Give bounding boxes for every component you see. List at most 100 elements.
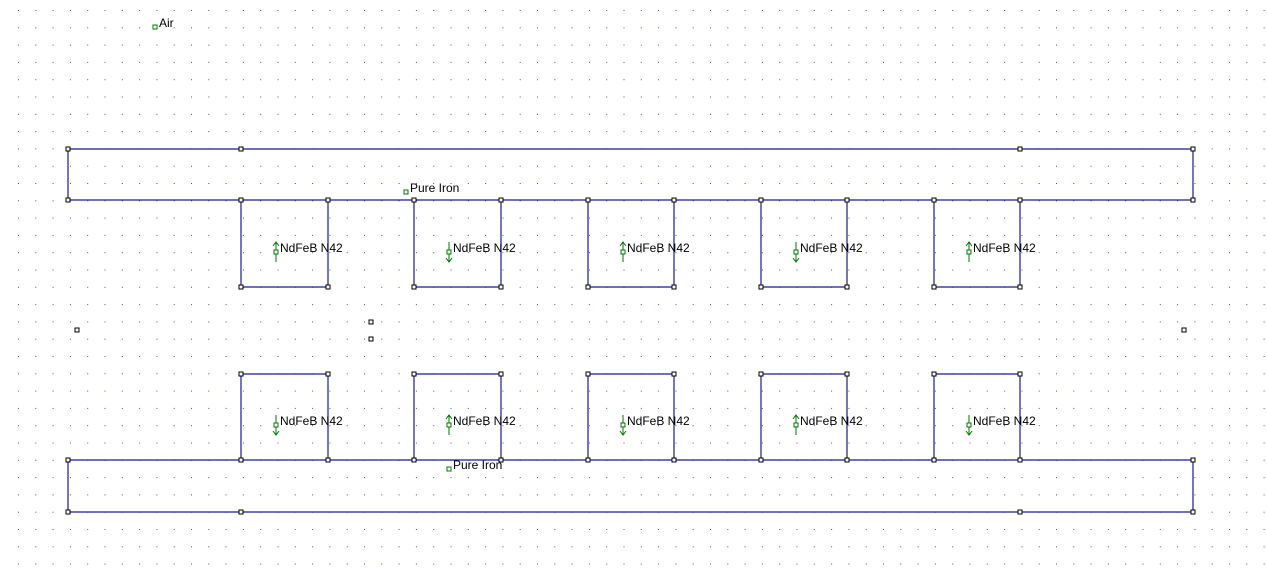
node-point[interactable]: [65, 146, 71, 152]
node-point[interactable]: [1190, 197, 1196, 203]
block-label-iron-top[interactable]: Pure Iron: [403, 181, 459, 195]
node-point[interactable]: [1017, 509, 1023, 515]
node-point[interactable]: [325, 371, 331, 377]
block-label-magnet-bottom-1[interactable]: NdFeB N42: [272, 414, 343, 436]
node-point[interactable]: [325, 197, 331, 203]
node-point[interactable]: [1017, 197, 1023, 203]
node-point[interactable]: [74, 327, 80, 333]
grid-dot: [848, 269, 850, 271]
node-point[interactable]: [844, 197, 850, 203]
node-point[interactable]: [238, 371, 244, 377]
node-point[interactable]: [238, 146, 244, 152]
node-point[interactable]: [1181, 327, 1187, 333]
node-point[interactable]: [758, 457, 764, 463]
node-point[interactable]: [65, 457, 71, 463]
grid-dot: [1090, 234, 1092, 236]
grid-dot: [52, 373, 54, 375]
node-point[interactable]: [671, 457, 677, 463]
node-point[interactable]: [1190, 146, 1196, 152]
node-point[interactable]: [238, 457, 244, 463]
block-marker[interactable]: [620, 249, 626, 255]
node-point[interactable]: [498, 197, 504, 203]
block-label-magnet-top-2[interactable]: NdFeB N42: [445, 241, 516, 263]
node-point[interactable]: [498, 284, 504, 290]
block-marker[interactable]: [793, 249, 799, 255]
block-marker[interactable]: [620, 422, 626, 428]
node-point[interactable]: [758, 284, 764, 290]
node-point[interactable]: [844, 371, 850, 377]
node-point[interactable]: [368, 319, 374, 325]
block-marker[interactable]: [966, 422, 972, 428]
node-point[interactable]: [411, 197, 417, 203]
block-marker[interactable]: [966, 249, 972, 255]
node-point[interactable]: [844, 457, 850, 463]
grid-dot: [294, 390, 296, 392]
node-point[interactable]: [585, 197, 591, 203]
node-point[interactable]: [1017, 371, 1023, 377]
node-point[interactable]: [931, 197, 937, 203]
grid-dot: [796, 200, 798, 202]
grid-dot: [710, 494, 711, 496]
block-label-iron-bottom[interactable]: Pure Iron: [446, 458, 502, 472]
grid-dot: [692, 79, 694, 81]
node-point[interactable]: [931, 284, 937, 290]
grid-dot: [242, 183, 244, 184]
node-point[interactable]: [325, 284, 331, 290]
grid-dot: [52, 529, 54, 530]
block-label-magnet-top-4[interactable]: NdFeB N42: [792, 241, 863, 263]
node-point[interactable]: [325, 457, 331, 463]
block-label-magnet-bottom-2[interactable]: NdFeB N42: [445, 414, 516, 435]
grid-dot: [104, 234, 106, 236]
block-label-magnet-top-1[interactable]: NdFeB N42: [272, 241, 343, 262]
block-label-magnet-top-5[interactable]: NdFeB N42: [965, 241, 1036, 262]
node-point[interactable]: [585, 284, 591, 290]
node-point[interactable]: [585, 371, 591, 377]
block-marker[interactable]: [446, 422, 452, 428]
grid-dot: [1246, 269, 1248, 271]
block-label-magnet-bottom-4[interactable]: NdFeB N42: [792, 414, 863, 435]
node-point[interactable]: [1017, 146, 1023, 152]
grid-dot: [606, 407, 608, 409]
block-label-magnet-bottom-3[interactable]: NdFeB N42: [619, 414, 690, 436]
node-point[interactable]: [758, 197, 764, 203]
node-point[interactable]: [931, 371, 937, 377]
node-point[interactable]: [368, 336, 374, 342]
grid-dot: [415, 477, 417, 479]
node-point[interactable]: [498, 457, 504, 463]
block-label-magnet-top-3[interactable]: NdFeB N42: [619, 241, 690, 262]
node-point[interactable]: [411, 284, 417, 290]
node-point[interactable]: [671, 284, 677, 290]
node-point[interactable]: [758, 371, 764, 377]
block-label-air[interactable]: Air: [152, 16, 174, 30]
node-point[interactable]: [238, 197, 244, 203]
node-point[interactable]: [1017, 284, 1023, 290]
node-point[interactable]: [65, 197, 71, 203]
block-marker[interactable]: [446, 249, 452, 255]
grid-dot: [934, 494, 936, 496]
node-point[interactable]: [238, 284, 244, 290]
grid-dot: [1194, 44, 1196, 46]
block-marker[interactable]: [793, 422, 799, 428]
block-marker[interactable]: [152, 24, 158, 30]
grid-dot: [1142, 304, 1144, 306]
block-marker[interactable]: [273, 422, 279, 428]
node-point[interactable]: [411, 457, 417, 463]
node-point[interactable]: [65, 509, 71, 515]
node-point[interactable]: [238, 509, 244, 515]
node-point[interactable]: [585, 457, 591, 463]
block-marker[interactable]: [403, 189, 409, 195]
node-point[interactable]: [671, 197, 677, 203]
node-point[interactable]: [1017, 457, 1023, 463]
node-point[interactable]: [1190, 509, 1196, 515]
node-point[interactable]: [1190, 457, 1196, 463]
grid-dot: [675, 563, 677, 565]
node-point[interactable]: [411, 371, 417, 377]
block-label-magnet-bottom-5[interactable]: NdFeB N42: [965, 414, 1036, 436]
node-point[interactable]: [844, 284, 850, 290]
block-marker[interactable]: [446, 466, 452, 472]
node-point[interactable]: [931, 457, 937, 463]
block-marker[interactable]: [273, 249, 279, 255]
node-point[interactable]: [671, 371, 677, 377]
node-point[interactable]: [498, 371, 504, 377]
